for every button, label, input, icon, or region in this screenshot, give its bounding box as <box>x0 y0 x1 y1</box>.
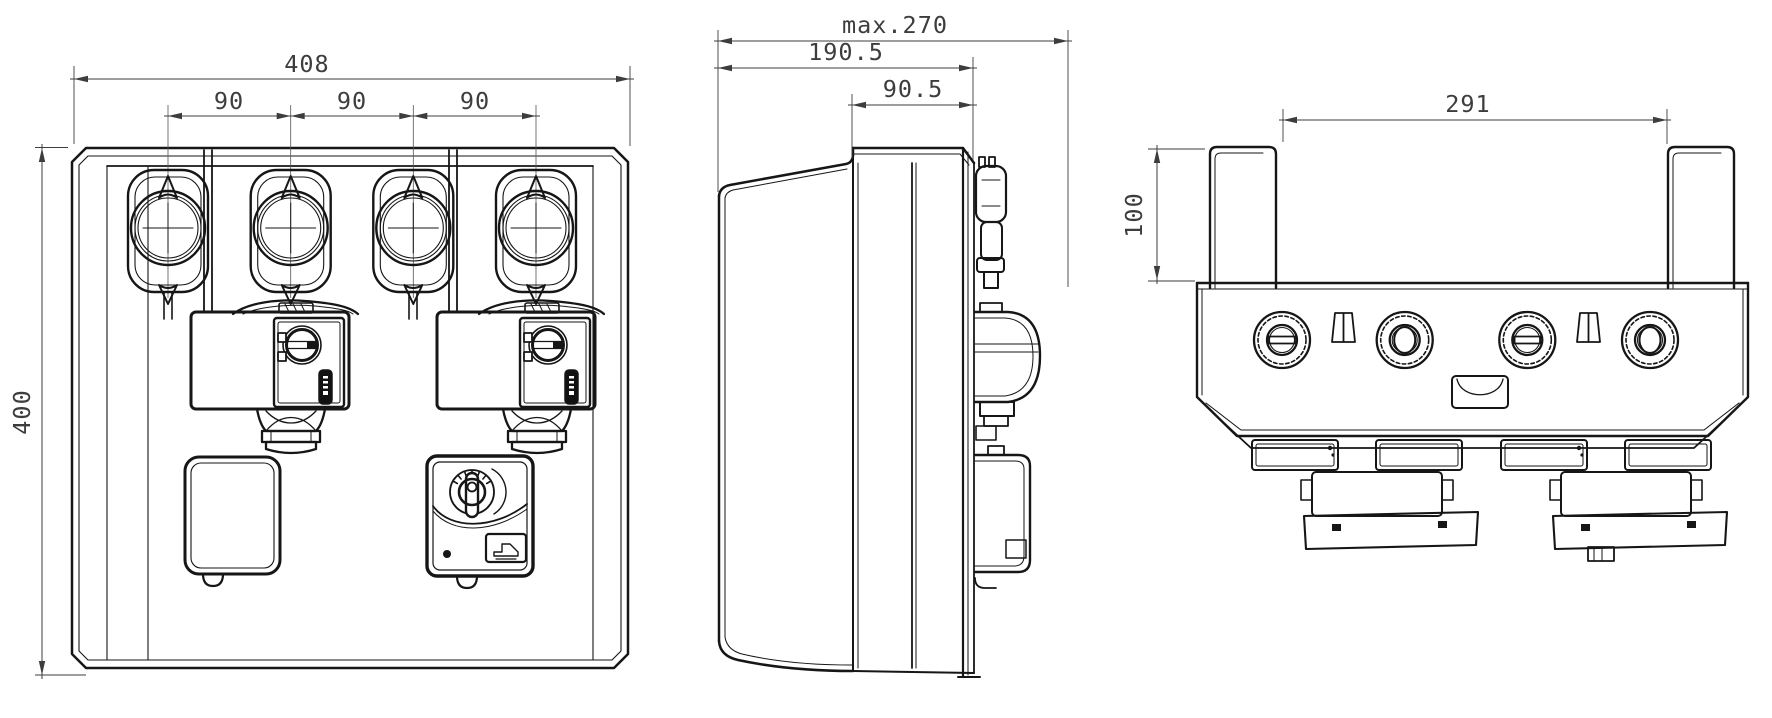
side-view: max.270 190.5 90.5 <box>714 11 1072 679</box>
dim-pipe-height-100: 100 <box>1120 145 1205 284</box>
dim-valve-spacing: 90 90 90 <box>164 87 540 120</box>
top-tab-1 <box>1331 312 1356 343</box>
dim-label-90-2: 90 <box>337 87 367 115</box>
top-pump-housing-2 <box>1499 438 1729 551</box>
side-valve-profile <box>974 156 1008 289</box>
dim-height-400: 400 <box>8 144 86 679</box>
dim-label-190-5: 190.5 <box>808 38 884 66</box>
dim-port-span-291: 291 <box>1279 90 1671 144</box>
dim-label-291: 291 <box>1445 90 1490 118</box>
actuator-led <box>443 550 451 558</box>
dim-label-400: 400 <box>8 389 36 434</box>
dim-label-408: 408 <box>284 50 329 78</box>
top-pump-housing-1 <box>1250 438 1480 551</box>
dim-label-max270: max.270 <box>842 11 948 39</box>
dim-depth-190-5: 190.5 <box>714 38 977 160</box>
front-view: 408 90 90 90 400 <box>8 50 634 679</box>
mixing-valve-actuator <box>425 454 535 590</box>
side-cover-profile <box>717 146 981 679</box>
dim-label-100: 100 <box>1120 192 1148 237</box>
top-housing-connector <box>1587 546 1615 562</box>
dim-label-90-1: 90 <box>214 87 244 115</box>
side-pump-profile <box>973 302 1042 441</box>
junction-box <box>183 455 282 588</box>
port-4 <box>1620 310 1680 370</box>
dim-max-depth-270: max.270 <box>714 11 1072 287</box>
pump-1 <box>189 298 360 455</box>
pump-2 <box>435 298 606 455</box>
dim-width-408: 408 <box>70 50 634 146</box>
port-slots <box>1268 326 1662 354</box>
top-tab-2 <box>1576 312 1601 343</box>
top-view: 291 100 <box>1120 90 1750 562</box>
port-2 <box>1375 310 1434 370</box>
actuator-manual-icon <box>484 532 528 564</box>
valve-centerlines <box>167 105 537 298</box>
top-pipe-left <box>1208 145 1278 290</box>
actuator-dial <box>449 468 507 519</box>
dim-label-90-3: 90 <box>460 87 490 115</box>
cover-outline <box>70 146 630 670</box>
port-1 <box>1252 310 1312 370</box>
top-body <box>1195 281 1750 449</box>
port-3 <box>1498 310 1557 370</box>
dim-label-90-5: 90.5 <box>883 75 944 103</box>
top-pipe-right <box>1666 145 1736 290</box>
dim-cover-depth-90-5: 90.5 <box>848 75 977 158</box>
top-body-cutout <box>1451 375 1509 409</box>
side-actuator-profile <box>973 445 1032 589</box>
